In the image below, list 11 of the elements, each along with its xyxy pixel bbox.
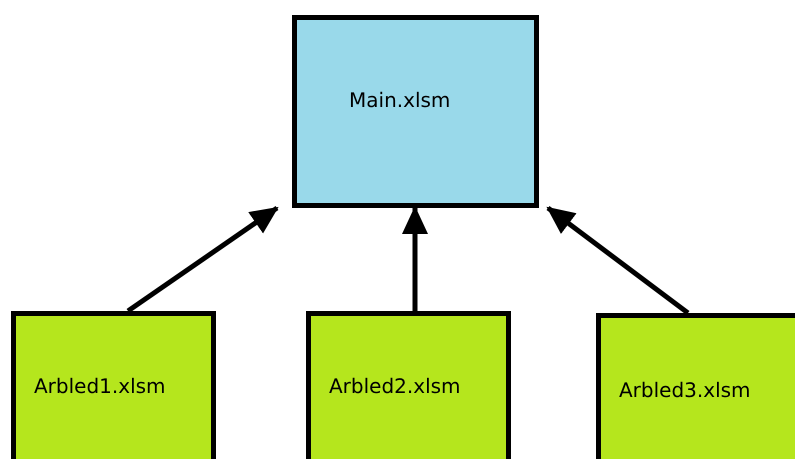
arrow bbox=[402, 206, 428, 311]
file-box bbox=[11, 311, 216, 459]
file-box bbox=[306, 311, 511, 459]
file-box bbox=[596, 313, 795, 459]
file-name: Arbled3.xlsm bbox=[619, 378, 751, 402]
arrow bbox=[126, 206, 279, 314]
file-name: Main.xlsm bbox=[349, 88, 450, 112]
arrow bbox=[546, 206, 690, 315]
file-name: Arbled1.xlsm bbox=[34, 374, 166, 398]
file-name: Arbled2.xlsm bbox=[329, 374, 461, 398]
file-box bbox=[292, 15, 539, 208]
